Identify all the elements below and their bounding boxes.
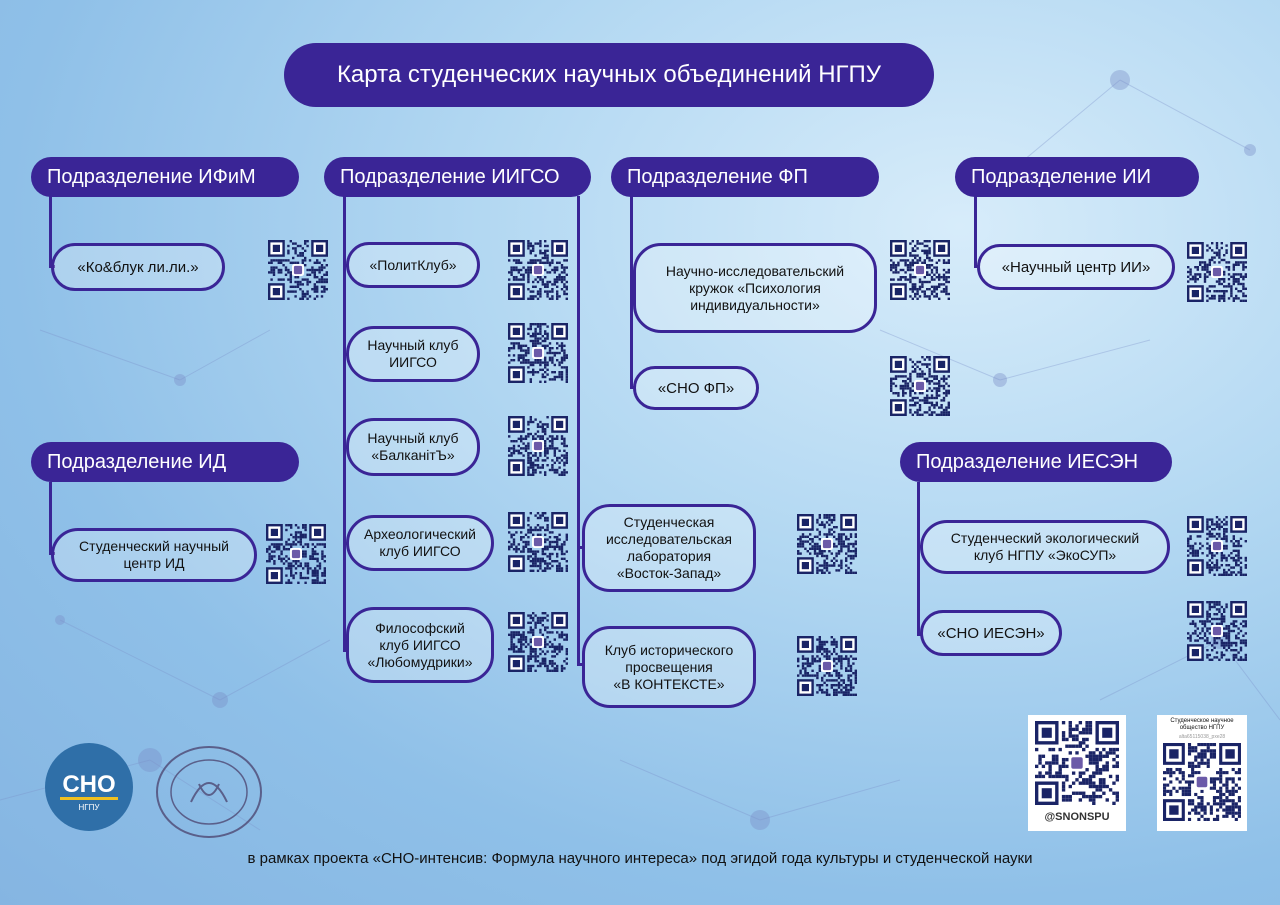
connector-iigso-left (343, 196, 346, 652)
telegram-handle: @SNONSPU (1044, 811, 1110, 823)
dept-ifim: Подразделение ИФиМ (31, 157, 299, 197)
club-archeology: Археологический клуб ИИГСО (346, 515, 494, 571)
qr-code[interactable] (890, 356, 950, 416)
vk-card-id: alta65115038_pxe28 (1178, 734, 1226, 740)
page-title: Карта студенческих научных объединений Н… (284, 43, 934, 107)
qr-code[interactable] (508, 323, 568, 383)
qr-code[interactable] (890, 240, 950, 300)
connector-iigso-h7 (577, 663, 585, 666)
dept-fp: Подразделение ФП (611, 157, 879, 197)
club-sno-fp: «СНО ФП» (633, 366, 759, 410)
club-politklub: «ПолитКлуб» (346, 242, 480, 288)
connector-iigso-h6 (577, 546, 585, 549)
connector-iesen (917, 482, 920, 636)
sno-logo-subtext: НГПУ (79, 803, 101, 812)
qr-code[interactable] (508, 416, 568, 476)
club-psychology: Научно-исследовательский кружок «Психоло… (633, 243, 877, 333)
club-ekosup: Студенческий экологический клуб НГПУ «Эк… (920, 520, 1170, 574)
connector-ifim (49, 196, 52, 268)
dept-id: Подразделение ИД (31, 442, 299, 482)
qr-code[interactable] (508, 512, 568, 572)
club-lyubomudriki: Философский клуб ИИГСО «Любомудрики» (346, 607, 494, 683)
connector-fp (630, 196, 633, 389)
connector-iigso-right (577, 196, 580, 666)
vk-qr-card[interactable]: Студенческое научное общество НГПУ alta6… (1157, 715, 1247, 831)
club-sno-iesen: «СНО ИЕСЭН» (920, 610, 1062, 656)
club-nauchny-iigso: Научный клуб ИИГСО (346, 326, 480, 382)
qr-code[interactable] (1187, 601, 1247, 661)
university-seal-icon (156, 746, 262, 838)
qr-code[interactable] (1163, 743, 1241, 821)
vk-card-title: Студенческое научное общество НГПУ (1170, 718, 1234, 731)
club-vostok-zapad: Студенческая исследовательская лаборатор… (582, 504, 756, 592)
connector-id (49, 482, 52, 555)
club-balkanit: Научный клуб «БалканітЪ» (346, 418, 480, 476)
qr-code[interactable] (268, 240, 328, 300)
club-koblyk: «Ко&блук ли.ли.» (51, 243, 225, 291)
dept-iesen: Подразделение ИЕСЭН (900, 442, 1172, 482)
footer-caption: в рамках проекта «СНО-интенсив: Формула … (247, 850, 1033, 867)
qr-code[interactable] (266, 524, 326, 584)
qr-code[interactable] (1187, 242, 1247, 302)
qr-code[interactable] (508, 240, 568, 300)
sno-logo: СНО НГПУ (45, 743, 133, 831)
qr-code[interactable] (508, 612, 568, 672)
connector-ii (974, 196, 977, 268)
qr-code[interactable] (797, 636, 857, 696)
dept-ii: Подразделение ИИ (955, 157, 1199, 197)
qr-code[interactable] (1035, 721, 1119, 805)
club-nauchny-tsentr-ii: «Научный центр ИИ» (977, 244, 1175, 290)
qr-code[interactable] (797, 514, 857, 574)
club-v-kontekste: Клуб исторического просвещения «В КОНТЕК… (582, 626, 756, 708)
dept-iigso: Подразделение ИИГСО (324, 157, 591, 197)
sno-logo-text: СНО (62, 771, 115, 798)
qr-code[interactable] (1187, 516, 1247, 576)
club-tsentr-id: Студенческий научный центр ИД (51, 528, 257, 582)
telegram-qr-card[interactable]: @SNONSPU (1028, 715, 1126, 831)
